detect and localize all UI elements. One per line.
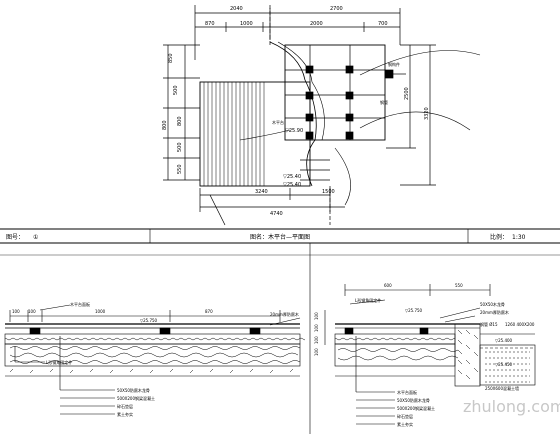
elevation-mark-2: ▽25.40 <box>283 174 301 180</box>
dim-right-2: 3320 <box>424 107 430 120</box>
right-callout-1: L形钢角固定件 <box>355 297 381 303</box>
left-layer-note-4: 素土夯实 <box>117 411 133 417</box>
right-layer-note-4: 碎石垫层 <box>397 413 413 419</box>
left-callout-2: 20mm厚防腐木 <box>270 311 299 317</box>
right-callout-2: 50X50木龙骨 <box>480 301 505 307</box>
dim-bottom-1: 3240 <box>255 189 268 195</box>
right-pipe-label-2: 1260 400X200 <box>505 322 535 327</box>
section-right-texture <box>334 329 530 383</box>
section-right-labels: 600 550 100 100 100 100 ▽25.750 ▽25.400 … <box>314 283 535 427</box>
plan-leader-label-1: 钢构件 <box>388 61 400 67</box>
right-elevation-3: ▽25.450 <box>495 362 513 367</box>
title-bar <box>0 228 560 434</box>
left-dim-4: 870 <box>205 309 213 314</box>
right-elevation-2: ▽25.400 <box>495 338 513 343</box>
left-callout-1: 木平台面板 <box>70 301 90 307</box>
plan-leader-label-3: 木平台 <box>272 119 284 125</box>
plan-view <box>163 5 481 226</box>
dim-bottom-2: 1500 <box>322 189 335 195</box>
dim-left-3: 800 <box>162 120 168 130</box>
right-dim-2: 550 <box>455 283 463 288</box>
dim-left-4: 800 <box>177 116 183 126</box>
dim-left-6: 550 <box>177 164 183 174</box>
left-layer-note-3: 碎石垫层 <box>117 403 133 409</box>
right-elevation-1: ▽25.750 <box>405 308 423 313</box>
right-layer-note-2: 50X50防腐木龙骨 <box>397 397 430 403</box>
dim-top-inner-2: 1000 <box>240 21 253 27</box>
right-dim-4: 100 <box>314 324 319 332</box>
left-dim-3: 1000 <box>95 309 106 314</box>
watermark-text: zhulong.com <box>463 397 560 416</box>
right-dim-6: 100 <box>314 348 319 356</box>
title-bar-text: 图号： ① 图名：木平台—平面图 比例： 1:30 <box>6 233 526 241</box>
right-dim-1: 600 <box>384 283 392 288</box>
right-layer-note-3: 500X200钢梁混凝土 <box>397 405 435 411</box>
left-elevation: ▽25.750 <box>140 318 158 323</box>
plan-leader-label-2: 钢管 <box>380 99 388 105</box>
plan-dimension-labels: 2040 2700 870 1000 2000 700 850 500 800 … <box>162 6 430 217</box>
left-dim-1: 100 <box>12 309 20 314</box>
left-layer-note-1: 50X50防腐木龙骨 <box>117 387 150 393</box>
right-callout-4: 250X600混凝土墙 <box>485 385 519 391</box>
section-left <box>4 304 301 415</box>
elevation-mark-3: ▽25.40 <box>283 182 301 188</box>
dim-left-2: 500 <box>173 85 179 95</box>
dim-top-inner-1: 870 <box>205 21 215 27</box>
section-left-stone-texture <box>4 337 306 374</box>
dim-left-5: 500 <box>177 142 183 152</box>
left-layer-note-2: 500X200钢梁混凝土 <box>117 395 155 401</box>
drawing-no-label: 图号： <box>6 234 24 241</box>
dim-bottom-3: 4740 <box>270 211 283 217</box>
dim-top-inner-4: 700 <box>378 21 388 27</box>
section-left-labels: 100 100 1000 870 ▽25.750 木平台面板 20mm厚防腐木 … <box>12 301 299 417</box>
dim-left-1: 850 <box>168 53 174 63</box>
left-callout-3: L形钢角固定件 <box>46 359 72 365</box>
dim-right-1: 2500 <box>404 87 410 100</box>
right-pipe-label: 钢管 Ø15 <box>480 321 498 327</box>
section-right <box>324 284 536 425</box>
dim-top-outer-2: 2700 <box>330 6 343 12</box>
right-layer-note-5: 素土夯实 <box>397 421 413 427</box>
right-callout-3: 20mm厚防腐木 <box>480 309 509 315</box>
scale-value: 1:30 <box>512 234 526 241</box>
left-dim-2: 100 <box>28 309 36 314</box>
drawing-no-value: ① <box>33 234 38 241</box>
scale-label: 比例： <box>490 233 508 241</box>
right-dim-5: 100 <box>314 336 319 344</box>
dim-top-outer-1: 2040 <box>230 6 243 12</box>
drawing-name: 图名：木平台—平面图 <box>250 233 310 241</box>
elevation-mark-1: ▽25.90 <box>285 128 303 134</box>
dim-top-inner-3: 2000 <box>310 21 323 27</box>
right-layer-note-1: 木平台面板 <box>397 389 417 395</box>
right-dim-3: 100 <box>314 312 319 320</box>
